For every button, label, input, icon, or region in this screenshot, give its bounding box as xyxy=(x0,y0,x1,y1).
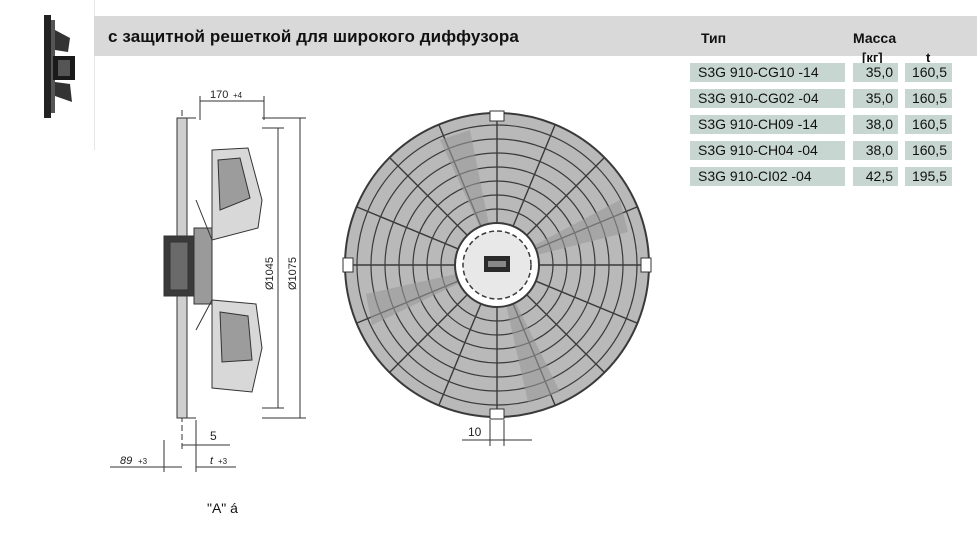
cell-t: 160,5 xyxy=(905,115,952,134)
fan-technical-drawing: 170 +4 Ø1045 Ø1075 5 89 +3 t +3 10 xyxy=(110,89,652,472)
side-view xyxy=(110,96,306,472)
cell-type: S3G 910-CH09 -14 xyxy=(690,115,845,134)
column-header-mass-unit: [кг] xyxy=(862,50,883,65)
cell-mass: 38,0 xyxy=(853,115,898,134)
dim-d1075-label: Ø1075 xyxy=(287,257,299,290)
header-bar xyxy=(94,16,977,56)
cell-type: S3G 910-CG02 -04 xyxy=(690,89,845,108)
cell-t: 160,5 xyxy=(905,141,952,160)
cell-mass: 35,0 xyxy=(853,89,898,108)
front-view xyxy=(342,110,652,446)
cell-t: 160,5 xyxy=(905,89,952,108)
cell-mass: 42,5 xyxy=(853,167,898,186)
dim-5-label: 5 xyxy=(210,429,217,443)
cell-type: S3G 910-CG10 -14 xyxy=(690,63,845,82)
dim-170-label: 170 xyxy=(210,89,228,101)
dim-d1045-label: Ø1045 xyxy=(264,257,276,290)
dim-t-tolerance: +3 xyxy=(218,457,228,466)
dim-89-label: 89 xyxy=(120,455,132,467)
dim-t-label: t xyxy=(210,455,214,467)
column-header-type: Тип xyxy=(701,30,727,46)
dim-170-tolerance: +4 xyxy=(233,91,243,100)
cell-type: S3G 910-CI02 -04 xyxy=(690,167,845,186)
cell-t: 160,5 xyxy=(905,63,952,82)
cell-mass: 35,0 xyxy=(853,63,898,82)
side-thumbnail-tab[interactable] xyxy=(0,0,95,150)
page-title: с защитной решеткой для широкого диффузо… xyxy=(108,27,519,46)
dim-10-label: 10 xyxy=(468,425,482,439)
cell-t: 195,5 xyxy=(905,167,952,186)
column-header-t: t xyxy=(926,50,931,65)
fan-thumbnail-icon xyxy=(44,15,75,118)
column-header-mass: Масса xyxy=(853,30,897,46)
cell-mass: 38,0 xyxy=(853,141,898,160)
cell-type: S3G 910-CH04 -04 xyxy=(690,141,845,160)
dim-89-tolerance: +3 xyxy=(138,457,148,466)
view-a-caption: "A" á xyxy=(207,500,238,516)
